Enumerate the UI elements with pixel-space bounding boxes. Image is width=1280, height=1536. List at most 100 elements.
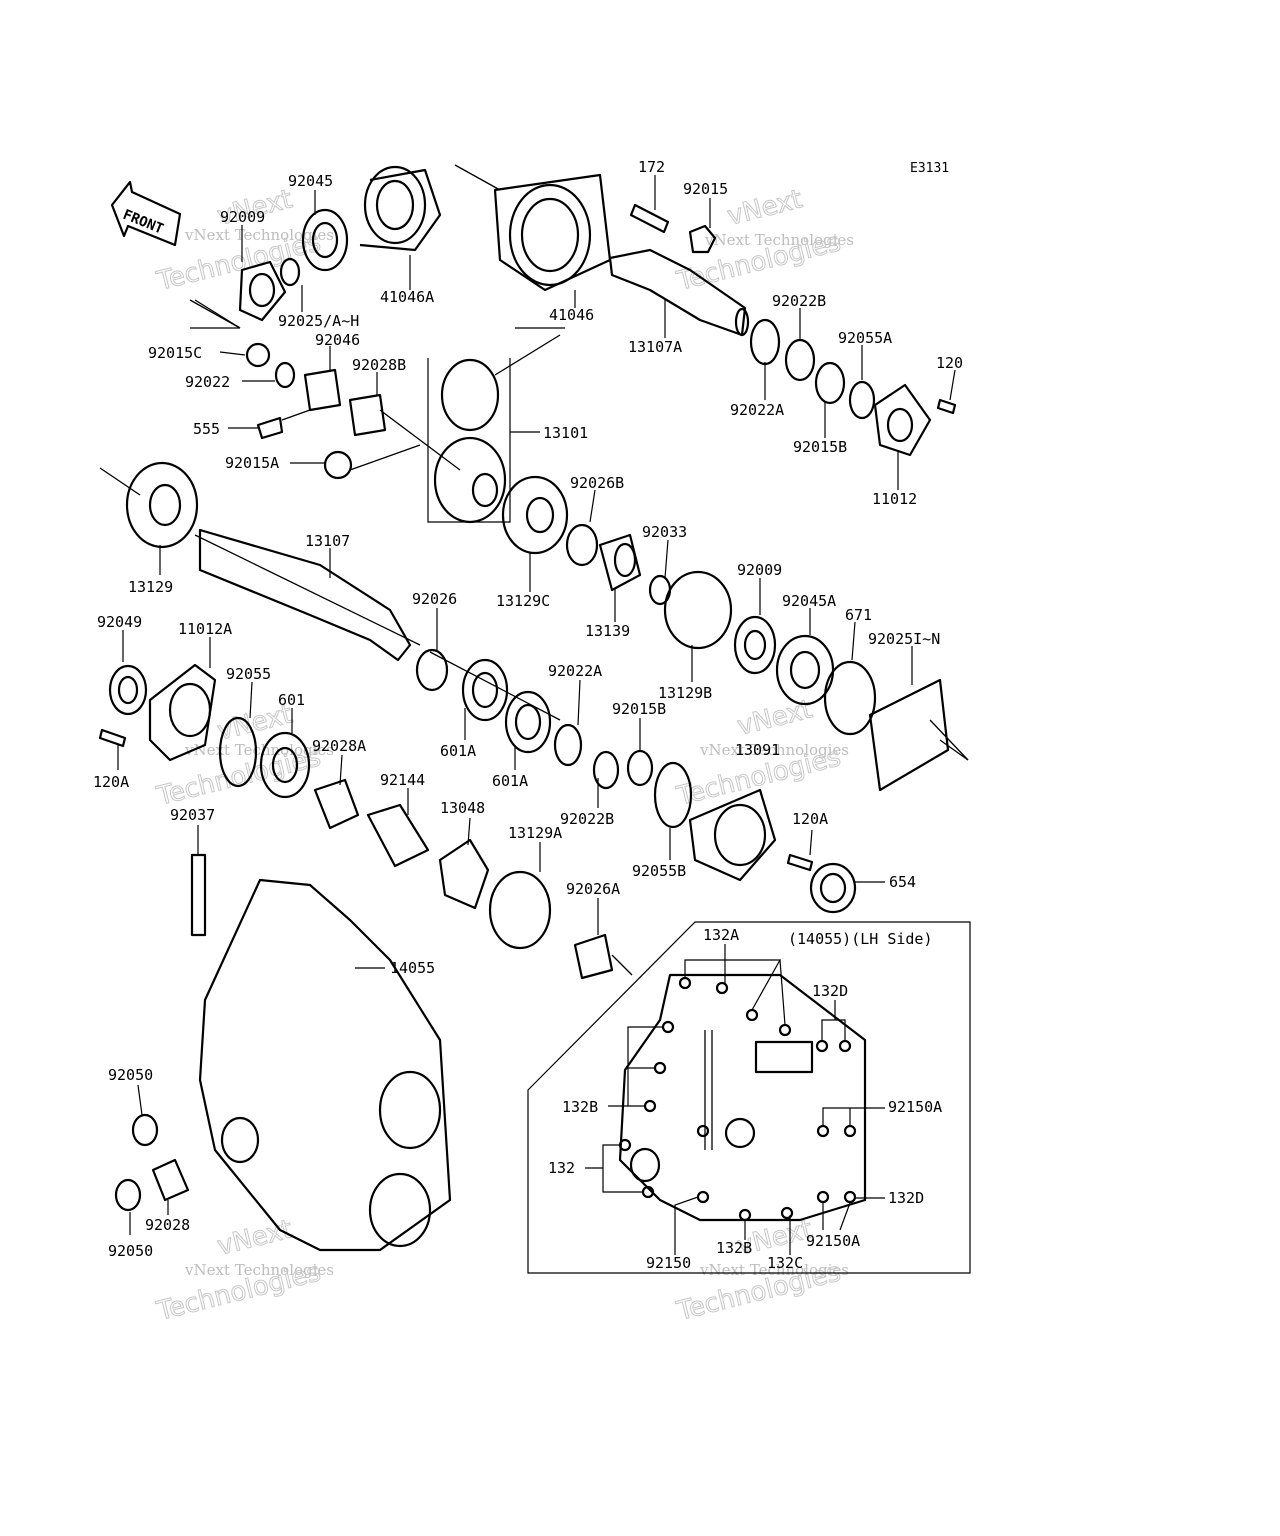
label-14055[interactable]: 14055: [390, 959, 435, 977]
label-601A-2[interactable]: 601A: [492, 772, 528, 790]
label-92037[interactable]: 92037: [170, 806, 215, 824]
label-11012[interactable]: 11012: [872, 490, 917, 508]
label-92015B[interactable]: 92015B: [793, 438, 847, 456]
label-120[interactable]: 120: [936, 354, 963, 372]
label-13107[interactable]: 13107: [305, 532, 350, 550]
label-92026A[interactable]: 92026A: [566, 880, 620, 898]
svg-text:vNext: vNext: [734, 694, 815, 741]
label-92046[interactable]: 92046: [315, 331, 360, 349]
label-13129B[interactable]: 13129B: [658, 684, 712, 702]
label-92045[interactable]: 92045: [288, 172, 333, 190]
part-92022B-lockwasher: [749, 318, 781, 366]
part-92022-washer: [274, 361, 296, 389]
label-92033[interactable]: 92033: [642, 523, 687, 541]
part-13129C-gear: [501, 475, 569, 555]
part-92009-plate-2: [733, 615, 777, 675]
label-92015[interactable]: 92015: [683, 180, 728, 198]
label-13129[interactable]: 13129: [128, 578, 173, 596]
label-92009[interactable]: 92009: [737, 561, 782, 579]
label-13107A[interactable]: 13107A: [628, 338, 682, 356]
label-601A-1[interactable]: 601A: [440, 742, 476, 760]
label-172[interactable]: 172: [638, 158, 665, 176]
label-92055A[interactable]: 92055A: [838, 329, 892, 347]
label-555[interactable]: 555: [193, 420, 220, 438]
label-132C[interactable]: 132C: [767, 1254, 803, 1272]
label-13129C[interactable]: 13129C: [496, 592, 550, 610]
label-132B-2[interactable]: 132B: [716, 1239, 752, 1257]
label-132[interactable]: 132: [548, 1159, 575, 1177]
label-132D-1[interactable]: 132D: [812, 982, 848, 1000]
part-41046-housing: [493, 173, 612, 292]
label-92055[interactable]: 92055: [226, 665, 271, 683]
label-92025AH[interactable]: 92025/A~H: [278, 312, 359, 330]
label-92022A[interactable]: 92022A: [730, 401, 784, 419]
label-92055B[interactable]: 92055B: [632, 862, 686, 880]
part-92037-gasket: [190, 853, 207, 937]
label-92049[interactable]: 92049: [97, 613, 142, 631]
part-92015-nut: [688, 224, 717, 254]
label-132B-1[interactable]: 132B: [562, 1098, 598, 1116]
label-92050-2[interactable]: 92050: [108, 1242, 153, 1260]
label-92028A[interactable]: 92028A: [312, 737, 366, 755]
label-92022B-2[interactable]: 92022B: [560, 810, 614, 828]
label-92150A-1[interactable]: 92150A: [888, 1098, 942, 1116]
part-92050-seal-1: [131, 1113, 159, 1147]
part-13048-dog: [438, 838, 490, 910]
label-92144[interactable]: 92144: [380, 771, 425, 789]
label-13091[interactable]: 13091: [735, 741, 780, 759]
label-13101[interactable]: 13101: [543, 424, 588, 442]
label-92022A-2[interactable]: 92022A: [548, 662, 602, 680]
label-92015A[interactable]: 92015A: [225, 454, 279, 472]
label-120A-1[interactable]: 120A: [93, 773, 129, 791]
part-92015C-nut: [245, 342, 271, 368]
label-92015C[interactable]: 92015C: [148, 344, 202, 362]
part-92055B-oring: [653, 761, 693, 829]
label-41046[interactable]: 41046: [549, 306, 594, 324]
label-132A[interactable]: 132A: [703, 926, 739, 944]
part-13091-fork: [688, 788, 777, 882]
part-92055A-oring: [848, 380, 876, 420]
label-92150[interactable]: 92150: [646, 1254, 691, 1272]
part-92015B-nut: [814, 361, 846, 405]
label-11012A[interactable]: 11012A: [178, 620, 232, 638]
part-13107-shaft: [198, 528, 412, 662]
label-92028B[interactable]: 92028B: [352, 356, 406, 374]
label-92050-1[interactable]: 92050: [108, 1066, 153, 1084]
part-92022B-washer: [784, 338, 816, 382]
label-132D-2[interactable]: 132D: [888, 1189, 924, 1207]
label-120A-2[interactable]: 120A: [792, 810, 828, 828]
label-92009-top[interactable]: 92009: [220, 208, 265, 226]
label-654[interactable]: 654: [889, 873, 916, 891]
assembly-axis-lines: [99, 164, 969, 976]
part-92049-seal: [108, 664, 148, 716]
part-13129A-gear: [488, 870, 552, 950]
part-92025IN-gasket: [868, 678, 950, 792]
label-92015B-2[interactable]: 92015B: [612, 700, 666, 718]
part-92015B-nut-2: [626, 749, 654, 787]
part-671-oring: [823, 660, 877, 736]
label-601[interactable]: 601: [278, 691, 305, 709]
svg-text:vNext Technologies: vNext Technologies: [184, 226, 334, 244]
part-labels: 92045 92009 41046A 92025/A~H 92015C 9204…: [93, 158, 963, 1272]
label-13139[interactable]: 13139: [585, 622, 630, 640]
part-11012-cover: [873, 383, 932, 457]
label-13129A[interactable]: 13129A: [508, 824, 562, 842]
inset-title: (14055)(LH Side): [788, 930, 933, 948]
label-41046A[interactable]: 41046A: [380, 288, 434, 306]
label-92022[interactable]: 92022: [185, 373, 230, 391]
label-671[interactable]: 671: [845, 606, 872, 624]
part-172-stud: [629, 203, 670, 234]
label-92025IN[interactable]: 92025I~N: [868, 630, 940, 648]
part-92028B-collar: [348, 393, 387, 437]
label-92022B[interactable]: 92022B: [772, 292, 826, 310]
label-92026B[interactable]: 92026B: [570, 474, 624, 492]
part-11012A-cover: [148, 663, 217, 762]
label-92045A[interactable]: 92045A: [782, 592, 836, 610]
label-92150A-2[interactable]: 92150A: [806, 1232, 860, 1250]
part-92050-seal-2: [114, 1178, 142, 1212]
label-92028[interactable]: 92028: [145, 1216, 190, 1234]
svg-text:vNext Technologies: vNext Technologies: [699, 741, 849, 759]
label-13048[interactable]: 13048: [440, 799, 485, 817]
label-92026[interactable]: 92026: [412, 590, 457, 608]
watermark-top-left: vNext vNext Technologies Technologies: [153, 184, 334, 298]
